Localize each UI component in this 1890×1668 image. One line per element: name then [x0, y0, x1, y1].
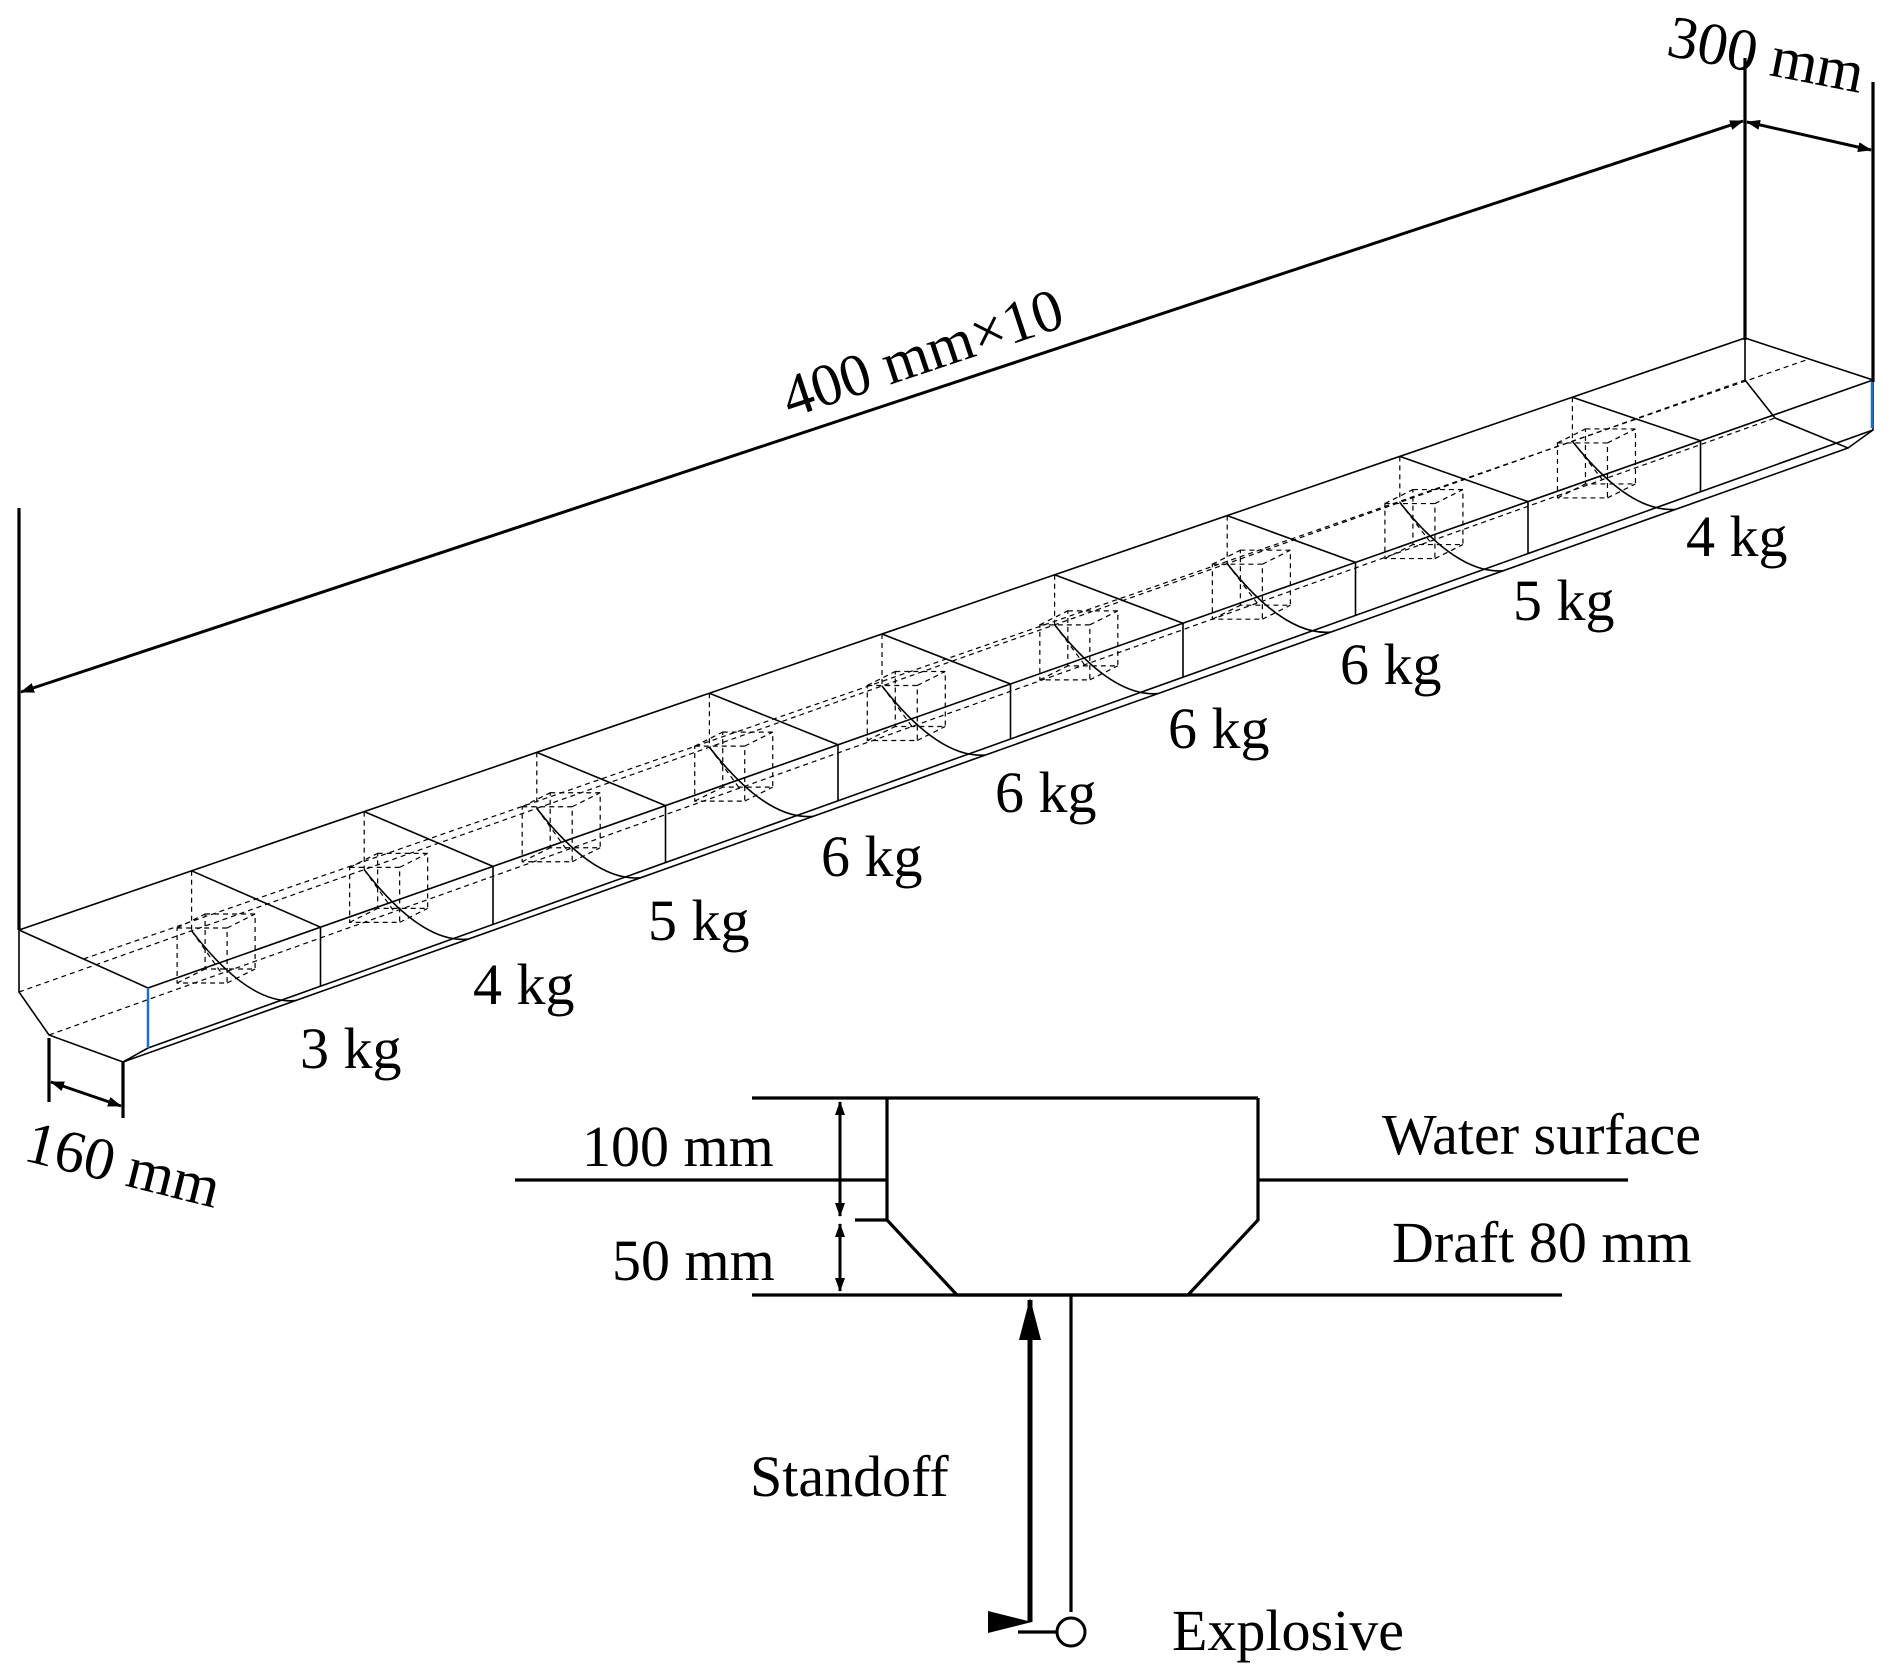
ballast-box-edge-4-1: [744, 731, 774, 747]
bulkhead-bottom-1: [190, 930, 296, 1002]
bottom-width-dimension-arrow: [50, 1080, 122, 1108]
ballast-box-edge-7-1: [1262, 549, 1291, 565]
standoff-arrow-head-top: [1019, 1298, 1041, 1340]
ballast-box-back-1: [204, 913, 256, 970]
bulkhead-top-2: [363, 810, 494, 868]
upper-height-label: 100 mm: [582, 1114, 774, 1179]
bulkhead-bottom-7: [1226, 563, 1331, 634]
ballast-box-edge-3-1: [571, 792, 601, 808]
mass-label-2: 4 kg: [473, 952, 575, 1017]
explosive-label: Explosive: [1172, 1598, 1404, 1663]
width-label: 300 mm: [1663, 3, 1870, 106]
ballast-box-back-7: [1239, 549, 1291, 606]
bulkhead-top-1: [191, 870, 321, 928]
bulkhead-bottom-4: [708, 746, 814, 818]
ballast-box-edge-9-0: [1557, 428, 1586, 444]
bottom-width-label: 160 mm: [19, 1109, 227, 1221]
bulkhead-bottom-5: [881, 685, 986, 756]
bulkhead-bottom-2: [363, 869, 469, 941]
mass-label-1: 3 kg: [300, 1016, 402, 1081]
ballast-box-back-6: [1067, 610, 1119, 667]
ballast-box-edge-6-1: [1089, 610, 1119, 626]
ballast-box-edge-5-0: [867, 670, 896, 687]
bulkhead-bottom-9: [1571, 440, 1676, 511]
ballast-box-front-9: [1556, 442, 1609, 499]
mass-label-4: 6 kg: [821, 824, 923, 889]
ballast-box-front-5: [866, 684, 918, 742]
ballast-box-back-8: [1412, 488, 1464, 546]
ballast-box-front-4: [694, 745, 746, 802]
ballast-box-front-1: [176, 927, 228, 984]
hull-3d-model: 400 mm×10 300 mm 160 mm 3 kg 4 kg 5 kg 6…: [17, 3, 1875, 1221]
bulkhead-top-4: [709, 692, 839, 746]
bulkhead-top-6: [1054, 574, 1184, 624]
stern-section: [1744, 336, 1874, 449]
ballast-box-edge-8-1: [1434, 489, 1464, 505]
bulkhead-top-5: [881, 633, 1011, 685]
length-dimension-arrow: [20, 119, 1744, 694]
bulkhead-top-7: [1226, 514, 1356, 564]
bow-section: [18, 928, 149, 1063]
lower-height-label: 50 mm: [612, 1228, 775, 1293]
ballast-box-edge-9-1: [1607, 428, 1636, 444]
ballast-box-edge-8-0: [1384, 489, 1414, 505]
ballast-box-edge-5-1: [917, 670, 946, 687]
mass-label-8: 5 kg: [1513, 568, 1615, 633]
ballast-box-back-4: [722, 731, 774, 788]
ballast-box-back-3: [549, 792, 601, 849]
ballast-box-front-8: [1384, 502, 1436, 560]
bulkhead-bottom-6: [1053, 624, 1159, 695]
draft-label: Draft 80 mm: [1392, 1210, 1692, 1275]
ballast-box-back-2: [377, 852, 429, 909]
hull-outline: [18, 336, 1874, 1063]
mass-label-5: 6 kg: [995, 760, 1097, 825]
hull-cross-section: 100 mm 50 mm Water surface Draft 80 mm S…: [515, 1096, 1701, 1663]
ballast-box-front-3: [521, 806, 573, 863]
ballast-box-front-2: [349, 866, 401, 923]
mass-label-7: 6 kg: [1340, 632, 1442, 697]
explosive-icon: [1055, 1616, 1087, 1648]
ballast-box-back-5: [894, 670, 946, 728]
hull-bulkheads: [190, 396, 1702, 1002]
bulkhead-top-3: [536, 751, 666, 807]
bulkhead-bottom-3: [536, 807, 641, 879]
standoff-label: Standoff: [750, 1444, 949, 1509]
mass-label-6: 6 kg: [1168, 696, 1270, 761]
ballast-box-edge-7-2: [1262, 604, 1291, 620]
length-label: 400 mm×10: [773, 275, 1071, 430]
section-outline: [885, 1098, 1260, 1297]
width-dimension-arrow: [1746, 119, 1872, 153]
bulkhead-bottom-8: [1399, 501, 1504, 572]
mass-label-3: 5 kg: [648, 888, 750, 953]
water-surface-label: Water surface: [1382, 1102, 1701, 1167]
mass-label-9: 4 kg: [1686, 504, 1788, 569]
ballast-box-back-9: [1584, 428, 1637, 485]
